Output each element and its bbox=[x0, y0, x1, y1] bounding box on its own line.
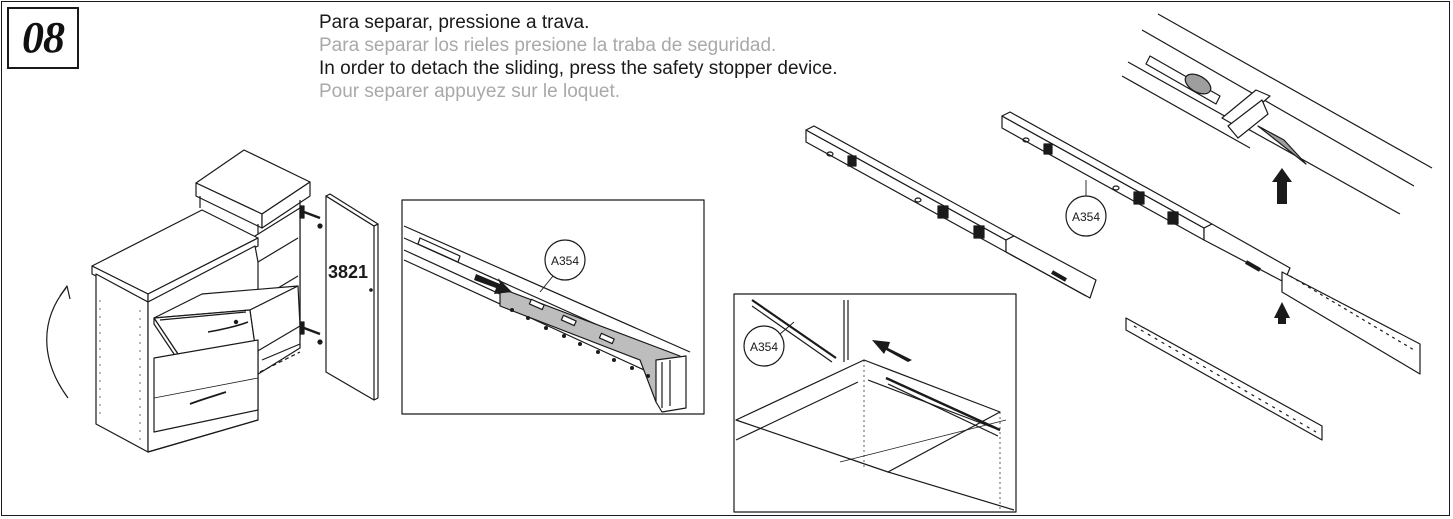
door-piece-number: 3821 bbox=[328, 262, 368, 282]
step-number-box: 08 bbox=[7, 7, 79, 69]
up-arrow-icon bbox=[1274, 302, 1290, 324]
cabinet-drawing: 3821 bbox=[46, 149, 379, 453]
drawer-detail-panel: A354 bbox=[733, 293, 1017, 513]
instruction-pt: Para separar, pressione a trava. bbox=[319, 12, 590, 33]
step-number: 08 bbox=[22, 13, 65, 62]
push-arrow-icon bbox=[474, 274, 512, 294]
instruction-text-block: Para separar, pressione a trava. Para se… bbox=[319, 11, 838, 103]
sliding-rails-drawing: A354 bbox=[805, 13, 1433, 441]
instruction-fr: Pour separer appuyez sur le loquet. bbox=[319, 81, 621, 102]
part-callout-a354: A354 bbox=[750, 340, 778, 354]
push-arrow-icon bbox=[872, 340, 912, 362]
rotate-arrow-icon bbox=[46, 287, 69, 399]
rail-detail-panel: A354 bbox=[401, 199, 705, 415]
instruction-en: In order to detach the sliding, press th… bbox=[319, 58, 838, 79]
up-arrow-icon bbox=[1272, 168, 1292, 204]
part-callout-a354: A354 bbox=[551, 254, 579, 268]
instruction-es: Para separar los rieles presione la trab… bbox=[319, 35, 777, 56]
part-callout-a354: A354 bbox=[1072, 210, 1100, 224]
